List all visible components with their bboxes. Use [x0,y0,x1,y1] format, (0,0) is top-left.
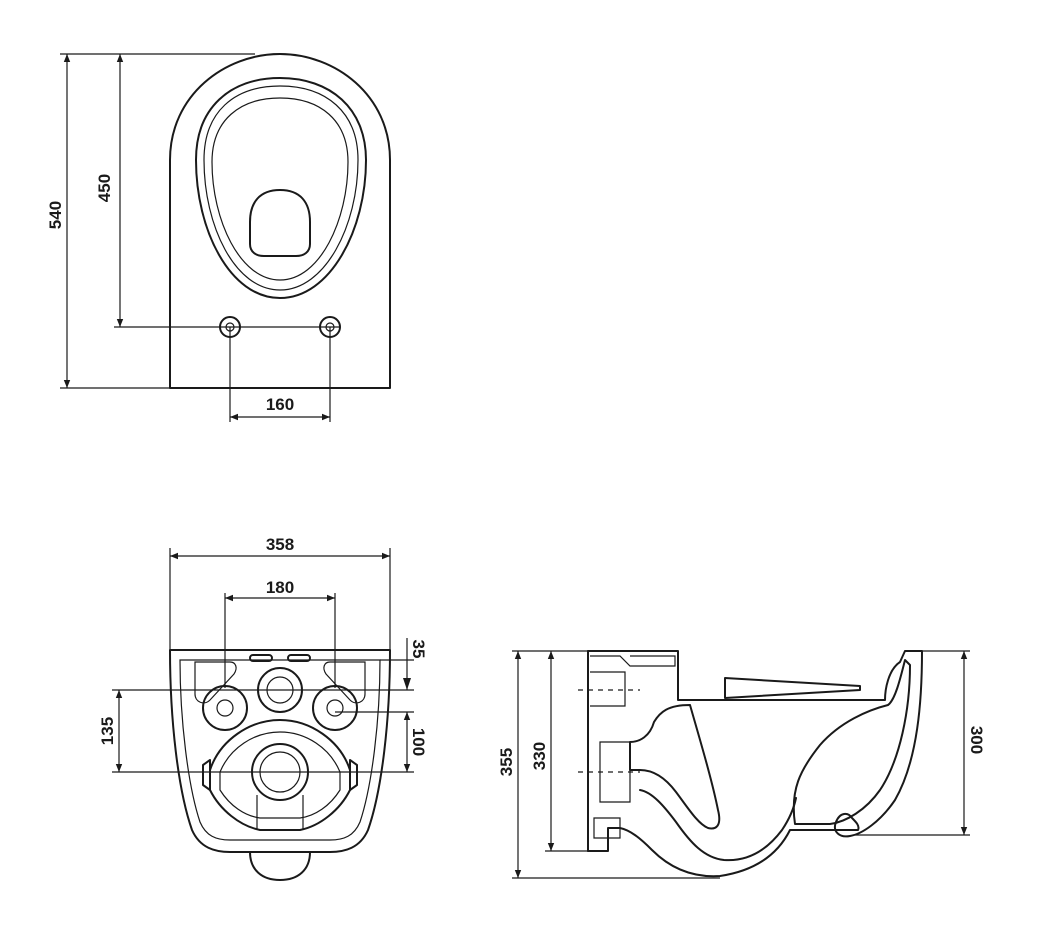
trap-bend [639,789,797,862]
dim-outlet-offset: 100 [409,728,428,756]
bottom-bulge [249,851,311,881]
rear-view-outline [169,649,391,853]
dim-rear-height: 330 [530,742,549,770]
dim-front-height: 300 [967,726,986,754]
rear-flange-outlet [599,741,631,803]
bowl-rim-inner [203,85,359,291]
dim-mount-spacing: 160 [266,395,294,414]
fixing-point-left [202,685,248,731]
dim-inlet-spacing: 180 [266,578,294,597]
outlet-housing-inner [219,731,341,819]
bowl-interior [792,659,911,825]
rear-view: 358 180 135 35 100 [98,535,428,881]
rear-flange-inlet [590,671,626,707]
bowl-opening [211,97,349,281]
top-view-outline [169,53,391,389]
dim-total-height: 355 [497,748,516,776]
flush-outlet [249,189,311,257]
dim-mount-depth: 450 [95,174,114,202]
dim-total-depth: 540 [46,201,65,229]
slot-right [287,654,311,662]
rear-flange-bottom [593,817,621,839]
bowl-rim-outer [195,77,367,299]
dim-width: 358 [266,535,294,554]
side-view-outline [587,650,923,878]
rim-flush [724,677,861,699]
rear-inner-contour [179,659,381,841]
rear-flange-top [590,655,676,667]
fixing-point-right [312,685,358,731]
dim-top-offset: 35 [409,640,428,659]
top-view: 540 450 160 [46,53,391,422]
pocket-right [323,661,366,704]
dim-inlet-height: 135 [98,717,117,745]
slot-left [249,654,273,662]
trap-channel [629,704,721,830]
pocket-left [194,661,237,704]
outlet-housing [209,719,351,831]
side-view: 355 330 300 [497,650,986,879]
